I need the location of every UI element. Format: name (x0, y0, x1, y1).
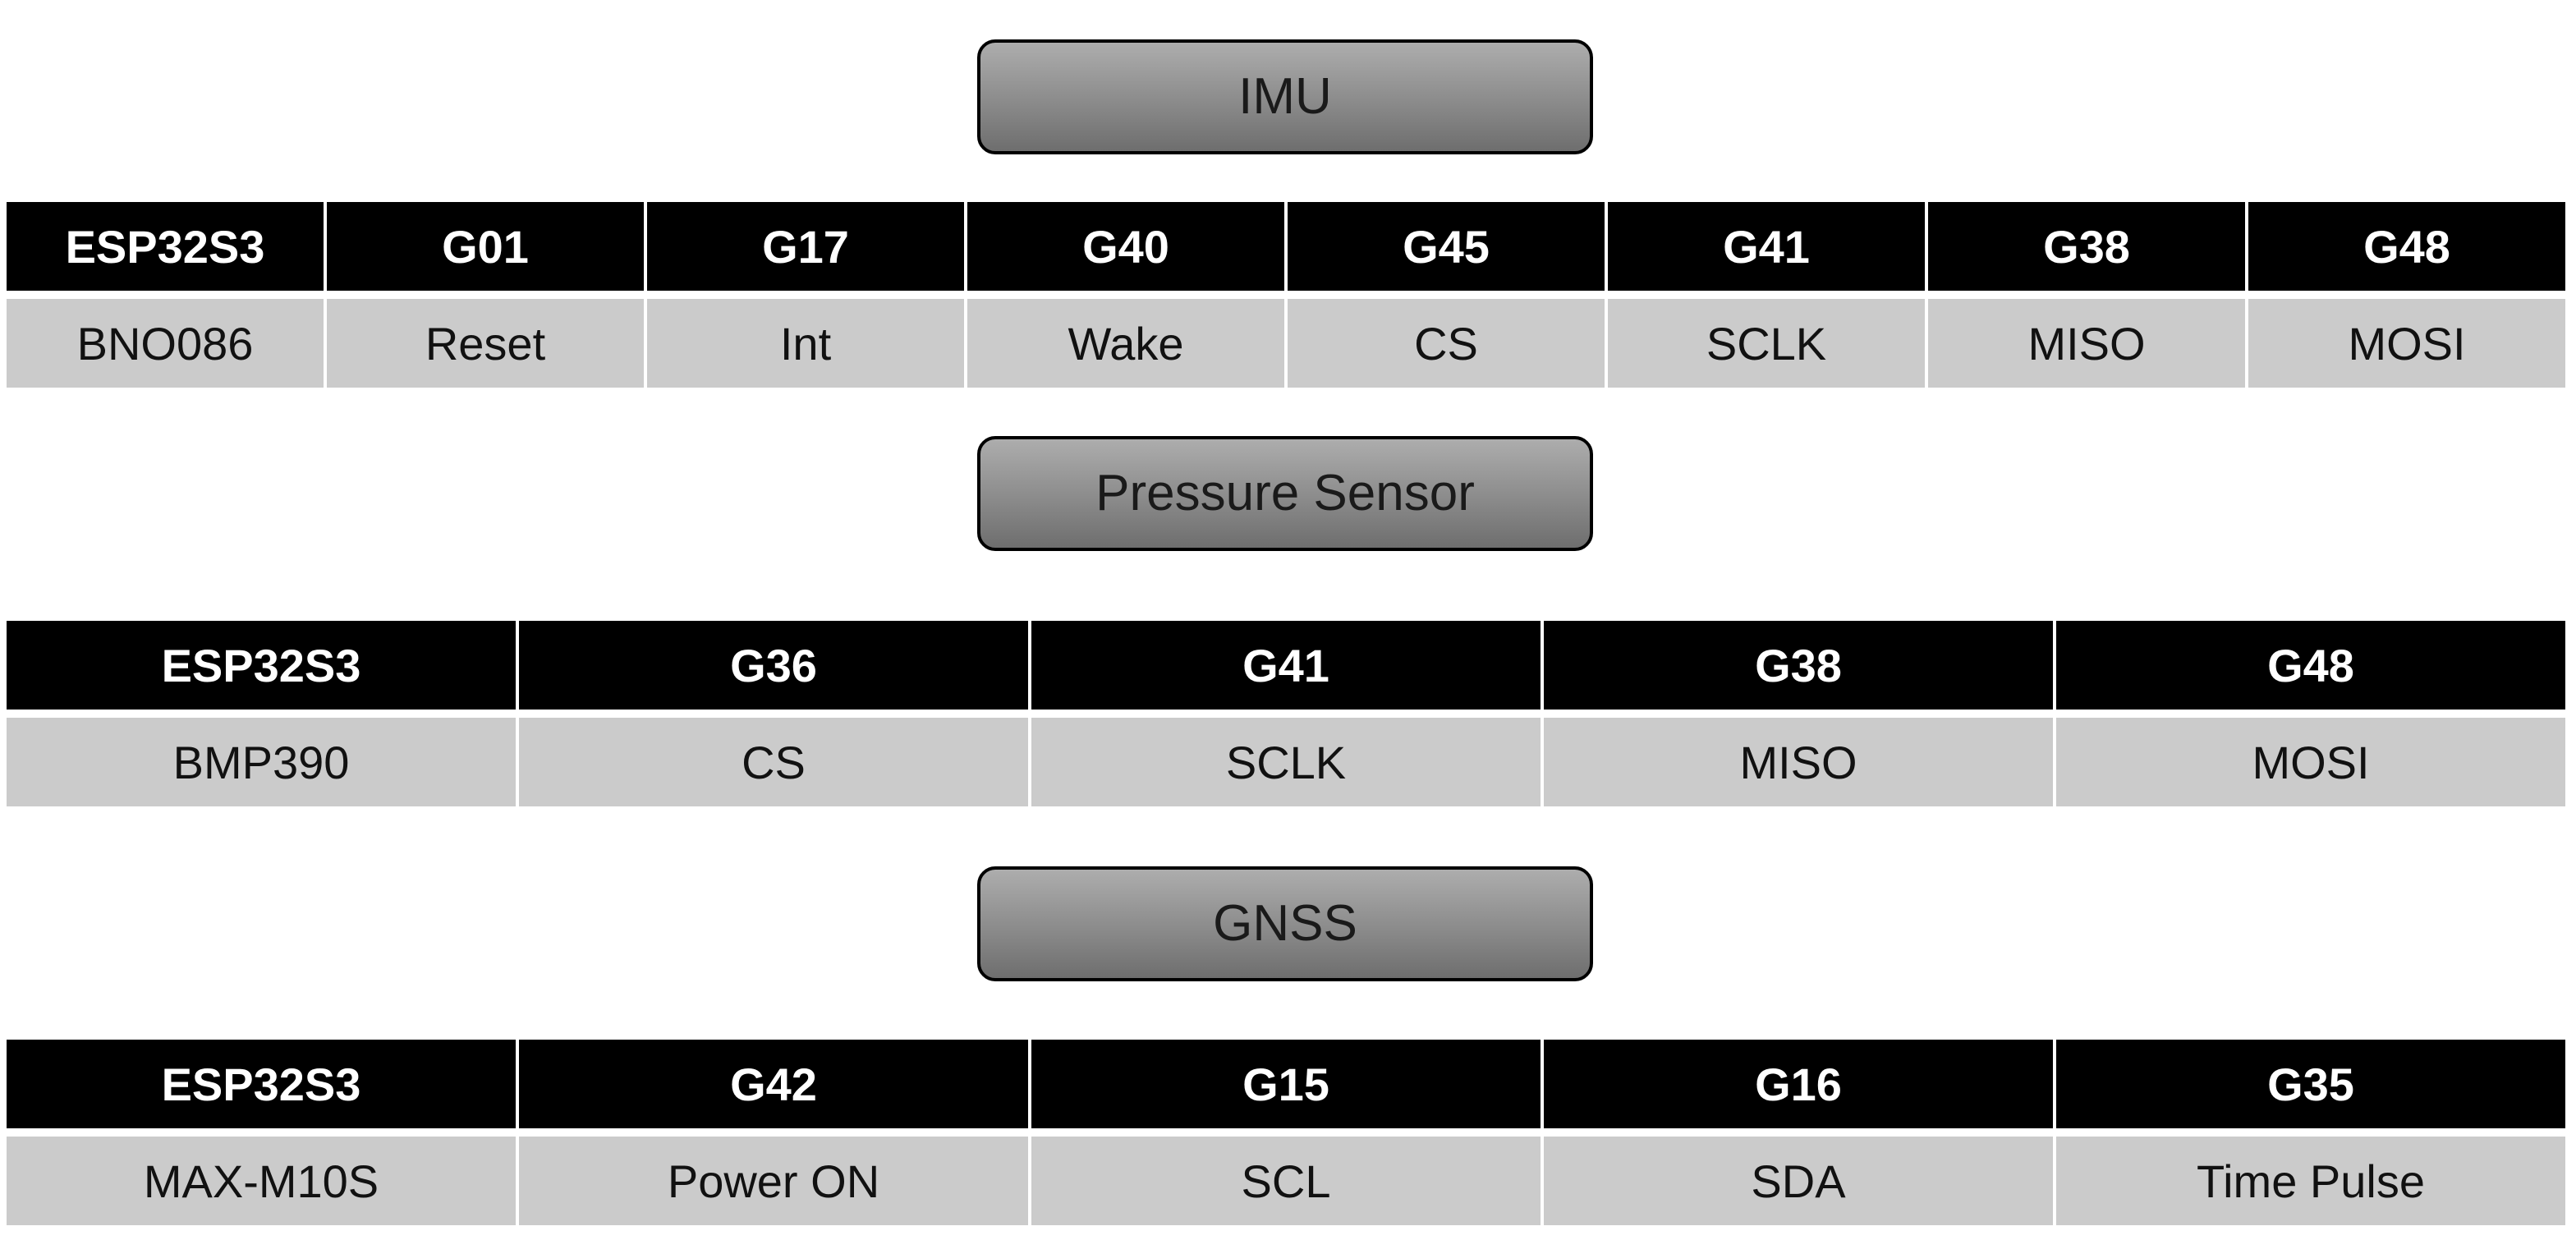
pin-function-cell: SDA (1544, 1137, 2053, 1225)
pin-function-cell: CS (519, 718, 1028, 806)
header-cell: G38 (1928, 202, 2245, 291)
section-title-gnss: GNSS (977, 866, 1593, 981)
pin-function-cell: Reset (327, 299, 644, 388)
pin-function-cell: CS (1288, 299, 1605, 388)
header-cell: G48 (2248, 202, 2565, 291)
pin-function-cell: Time Pulse (2056, 1137, 2565, 1225)
header-cell: G41 (1608, 202, 1925, 291)
section-title-imu: IMU (977, 39, 1593, 154)
header-cell: G42 (519, 1040, 1028, 1128)
pin-table-gnss: ESP32S3 G42 G15 G16 G35 MAX-M10S Power O… (7, 1040, 2565, 1225)
pin-function-cell: Wake (967, 299, 1284, 388)
pin-function-cell: MISO (1928, 299, 2245, 388)
pin-table-imu: ESP32S3 G01 G17 G40 G45 G41 G38 G48 BNO0… (7, 202, 2565, 388)
header-cell: G35 (2056, 1040, 2565, 1128)
header-cell: G16 (1544, 1040, 2053, 1128)
pin-function-cell: SCLK (1031, 718, 1541, 806)
header-cell: G40 (967, 202, 1284, 291)
pin-function-cell: SCLK (1608, 299, 1925, 388)
pin-function-cell: BMP390 (7, 718, 516, 806)
header-cell: G48 (2056, 621, 2565, 710)
header-cell: G36 (519, 621, 1028, 710)
pin-function-cell: MISO (1544, 718, 2053, 806)
pin-table-pressure-sensor: ESP32S3 G36 G41 G38 G48 BMP390 CS SCLK M… (7, 621, 2565, 806)
header-cell: G01 (327, 202, 644, 291)
pin-function-cell: BNO086 (7, 299, 324, 388)
pin-function-cell: MOSI (2248, 299, 2565, 388)
header-cell: G45 (1288, 202, 1605, 291)
header-cell: ESP32S3 (7, 1040, 516, 1128)
pin-function-cell: MAX-M10S (7, 1137, 516, 1225)
header-cell: G41 (1031, 621, 1541, 710)
header-cell: G15 (1031, 1040, 1541, 1128)
pin-function-cell: MOSI (2056, 718, 2565, 806)
header-cell: ESP32S3 (7, 621, 516, 710)
header-cell: G17 (647, 202, 964, 291)
header-cell: ESP32S3 (7, 202, 324, 291)
pin-function-cell: SCL (1031, 1137, 1541, 1225)
pin-function-cell: Power ON (519, 1137, 1028, 1225)
section-title-pressure-sensor: Pressure Sensor (977, 436, 1593, 551)
header-cell: G38 (1544, 621, 2053, 710)
pin-function-cell: Int (647, 299, 964, 388)
